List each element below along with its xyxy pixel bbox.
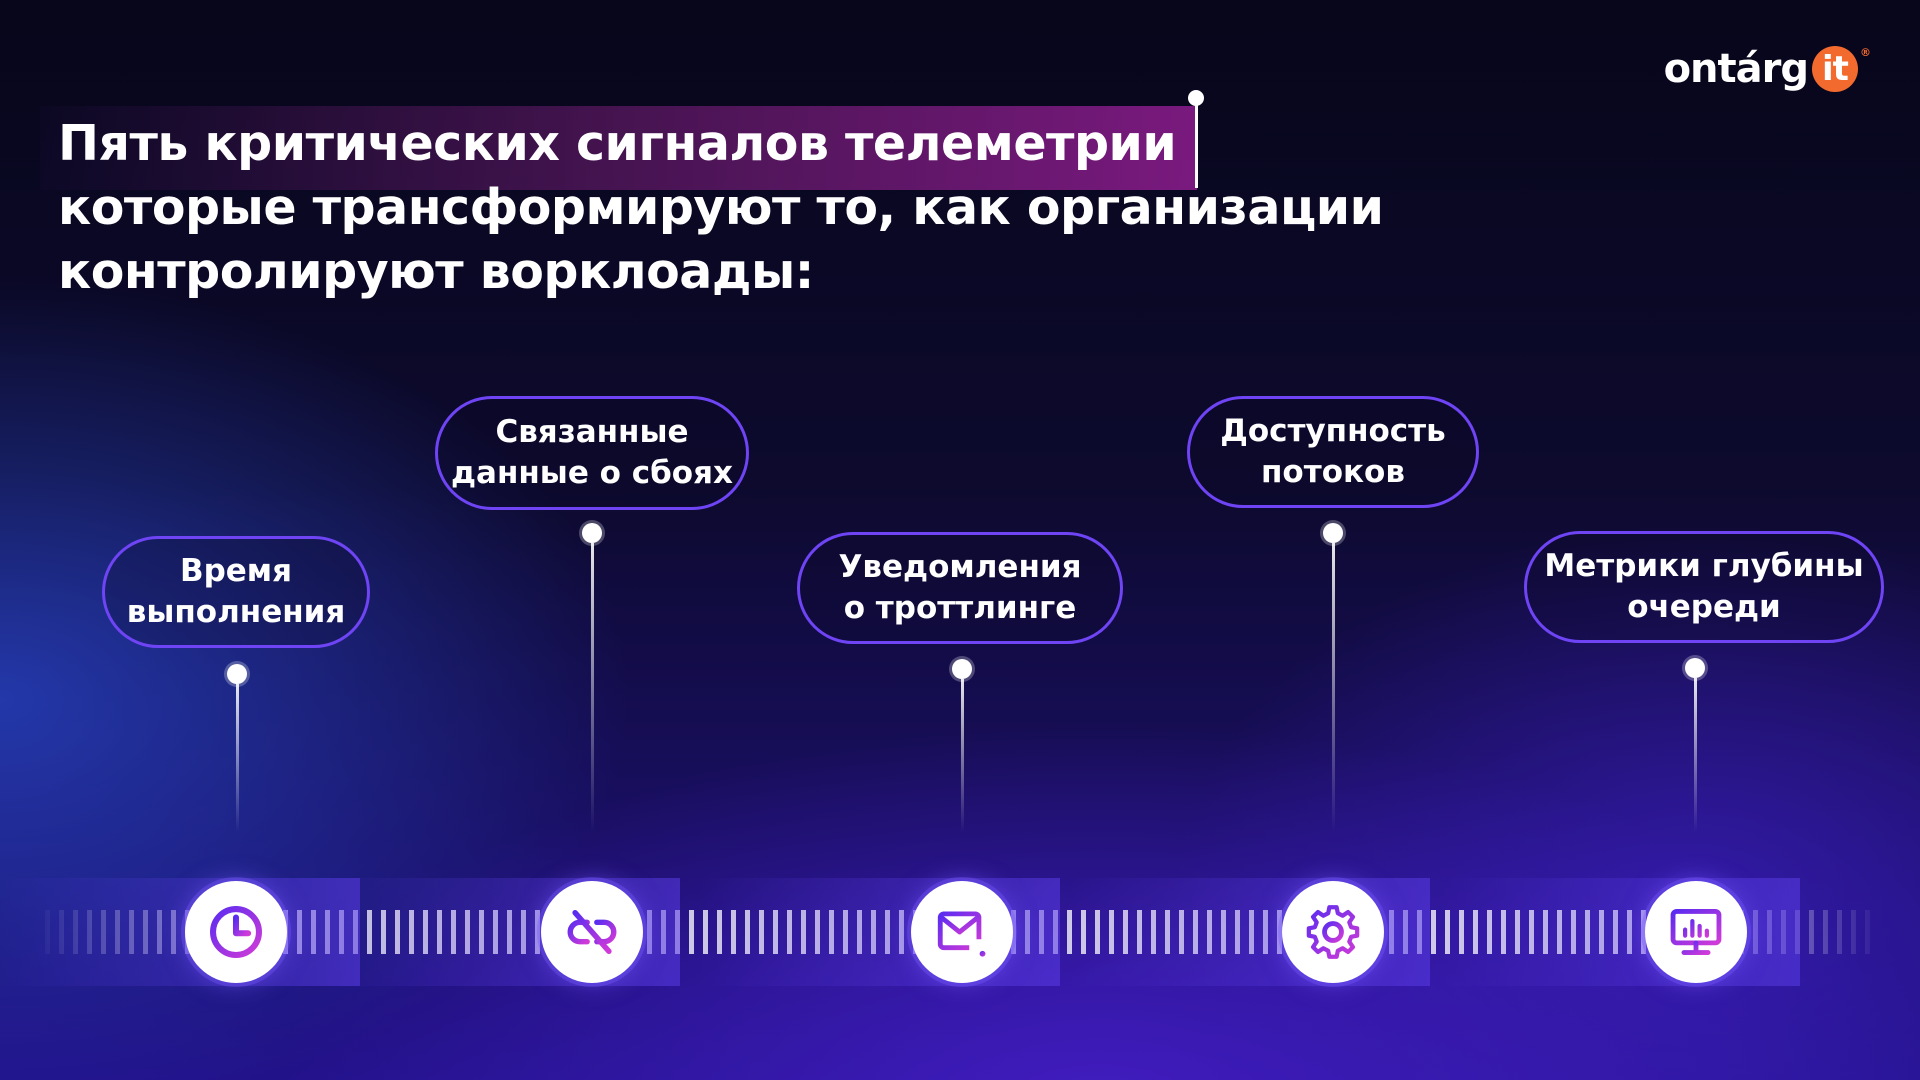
title-cursor-line: [1195, 96, 1198, 188]
title-line-2: которые трансформируют то, как организац…: [58, 179, 1384, 236]
page-title: Пять критических сигналов телеметрии кот…: [58, 112, 1458, 304]
title-line-3: контролируют ворклоады:: [58, 243, 814, 300]
signal-node-2: [541, 881, 643, 983]
logo-text: ontárg: [1663, 46, 1809, 92]
signal-2-stem: [591, 543, 594, 832]
signal-1-dot: [227, 664, 247, 684]
signal-5-dot: [1685, 658, 1705, 678]
signal-node-5: [1645, 881, 1747, 983]
signal-4-dot: [1323, 523, 1343, 543]
timeline-glow-1: [0, 878, 360, 986]
title-line-1: Пять критических сигналов телеметрии: [58, 115, 1177, 172]
signal-node-4: [1282, 881, 1384, 983]
signal-node-3: [911, 881, 1013, 983]
signal-4-stem: [1332, 543, 1335, 832]
title-highlight: [40, 106, 1197, 190]
logo-badge: it: [1812, 46, 1858, 92]
broken-link-icon: [567, 909, 617, 955]
signal-3-dot: [952, 659, 972, 679]
signal-label-thread-availability: Доступность потоков: [1187, 396, 1479, 508]
signal-5-stem: [1694, 678, 1697, 832]
clock-icon: [210, 906, 262, 958]
signal-label-execution-time: Время выполнения: [102, 536, 370, 648]
signal-2-dot: [582, 523, 602, 543]
gear-icon: [1306, 905, 1360, 959]
logo-registered-mark: ®: [1860, 46, 1871, 59]
signal-label-failure-data: Связанные данные о сбоях: [435, 396, 749, 510]
monitor-chart-icon: [1670, 909, 1722, 955]
signal-label-throttling: Уведомления о троттлинге: [797, 532, 1123, 644]
signal-label-queue-depth: Метрики глубины очереди: [1524, 531, 1884, 643]
signal-3-stem: [961, 679, 964, 832]
title-cursor-dot: [1188, 90, 1204, 106]
mail-alert-icon: [937, 911, 986, 957]
brand-logo: ontárg it ®: [1663, 46, 1871, 92]
signal-1-stem: [236, 684, 239, 832]
signal-node-1: [185, 881, 287, 983]
